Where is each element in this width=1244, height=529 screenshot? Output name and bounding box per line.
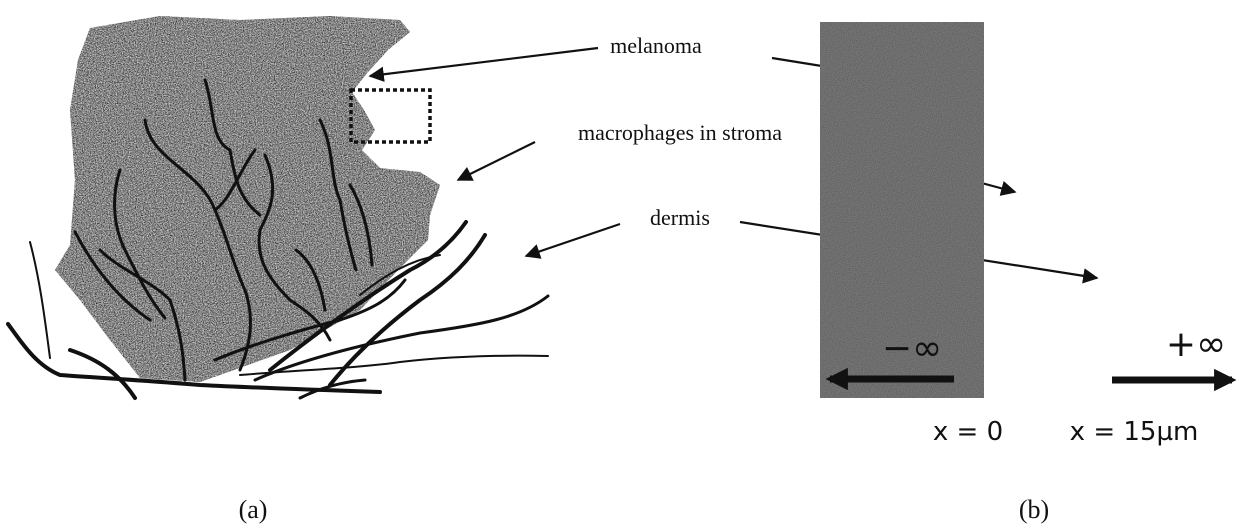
arrow-stroma-to-region xyxy=(458,142,535,180)
arrow-melanoma-to-tumor xyxy=(370,48,598,76)
label-x-15um: x = 15µm xyxy=(1070,417,1199,447)
label-dermis: dermis xyxy=(650,205,710,230)
label-macrophages-in-stroma: macrophages in stroma xyxy=(578,120,782,145)
label-minus-infinity: −∞ xyxy=(882,328,942,369)
arrow-dermis-to-region xyxy=(526,224,620,256)
melanoma-tumor xyxy=(55,16,440,382)
caption-b: (b) xyxy=(1019,495,1049,524)
label-melanoma: melanoma xyxy=(610,33,702,58)
label-x-zero: x = 0 xyxy=(933,417,1003,447)
label-plus-infinity: +∞ xyxy=(1166,324,1226,365)
caption-a: (a) xyxy=(239,495,268,524)
